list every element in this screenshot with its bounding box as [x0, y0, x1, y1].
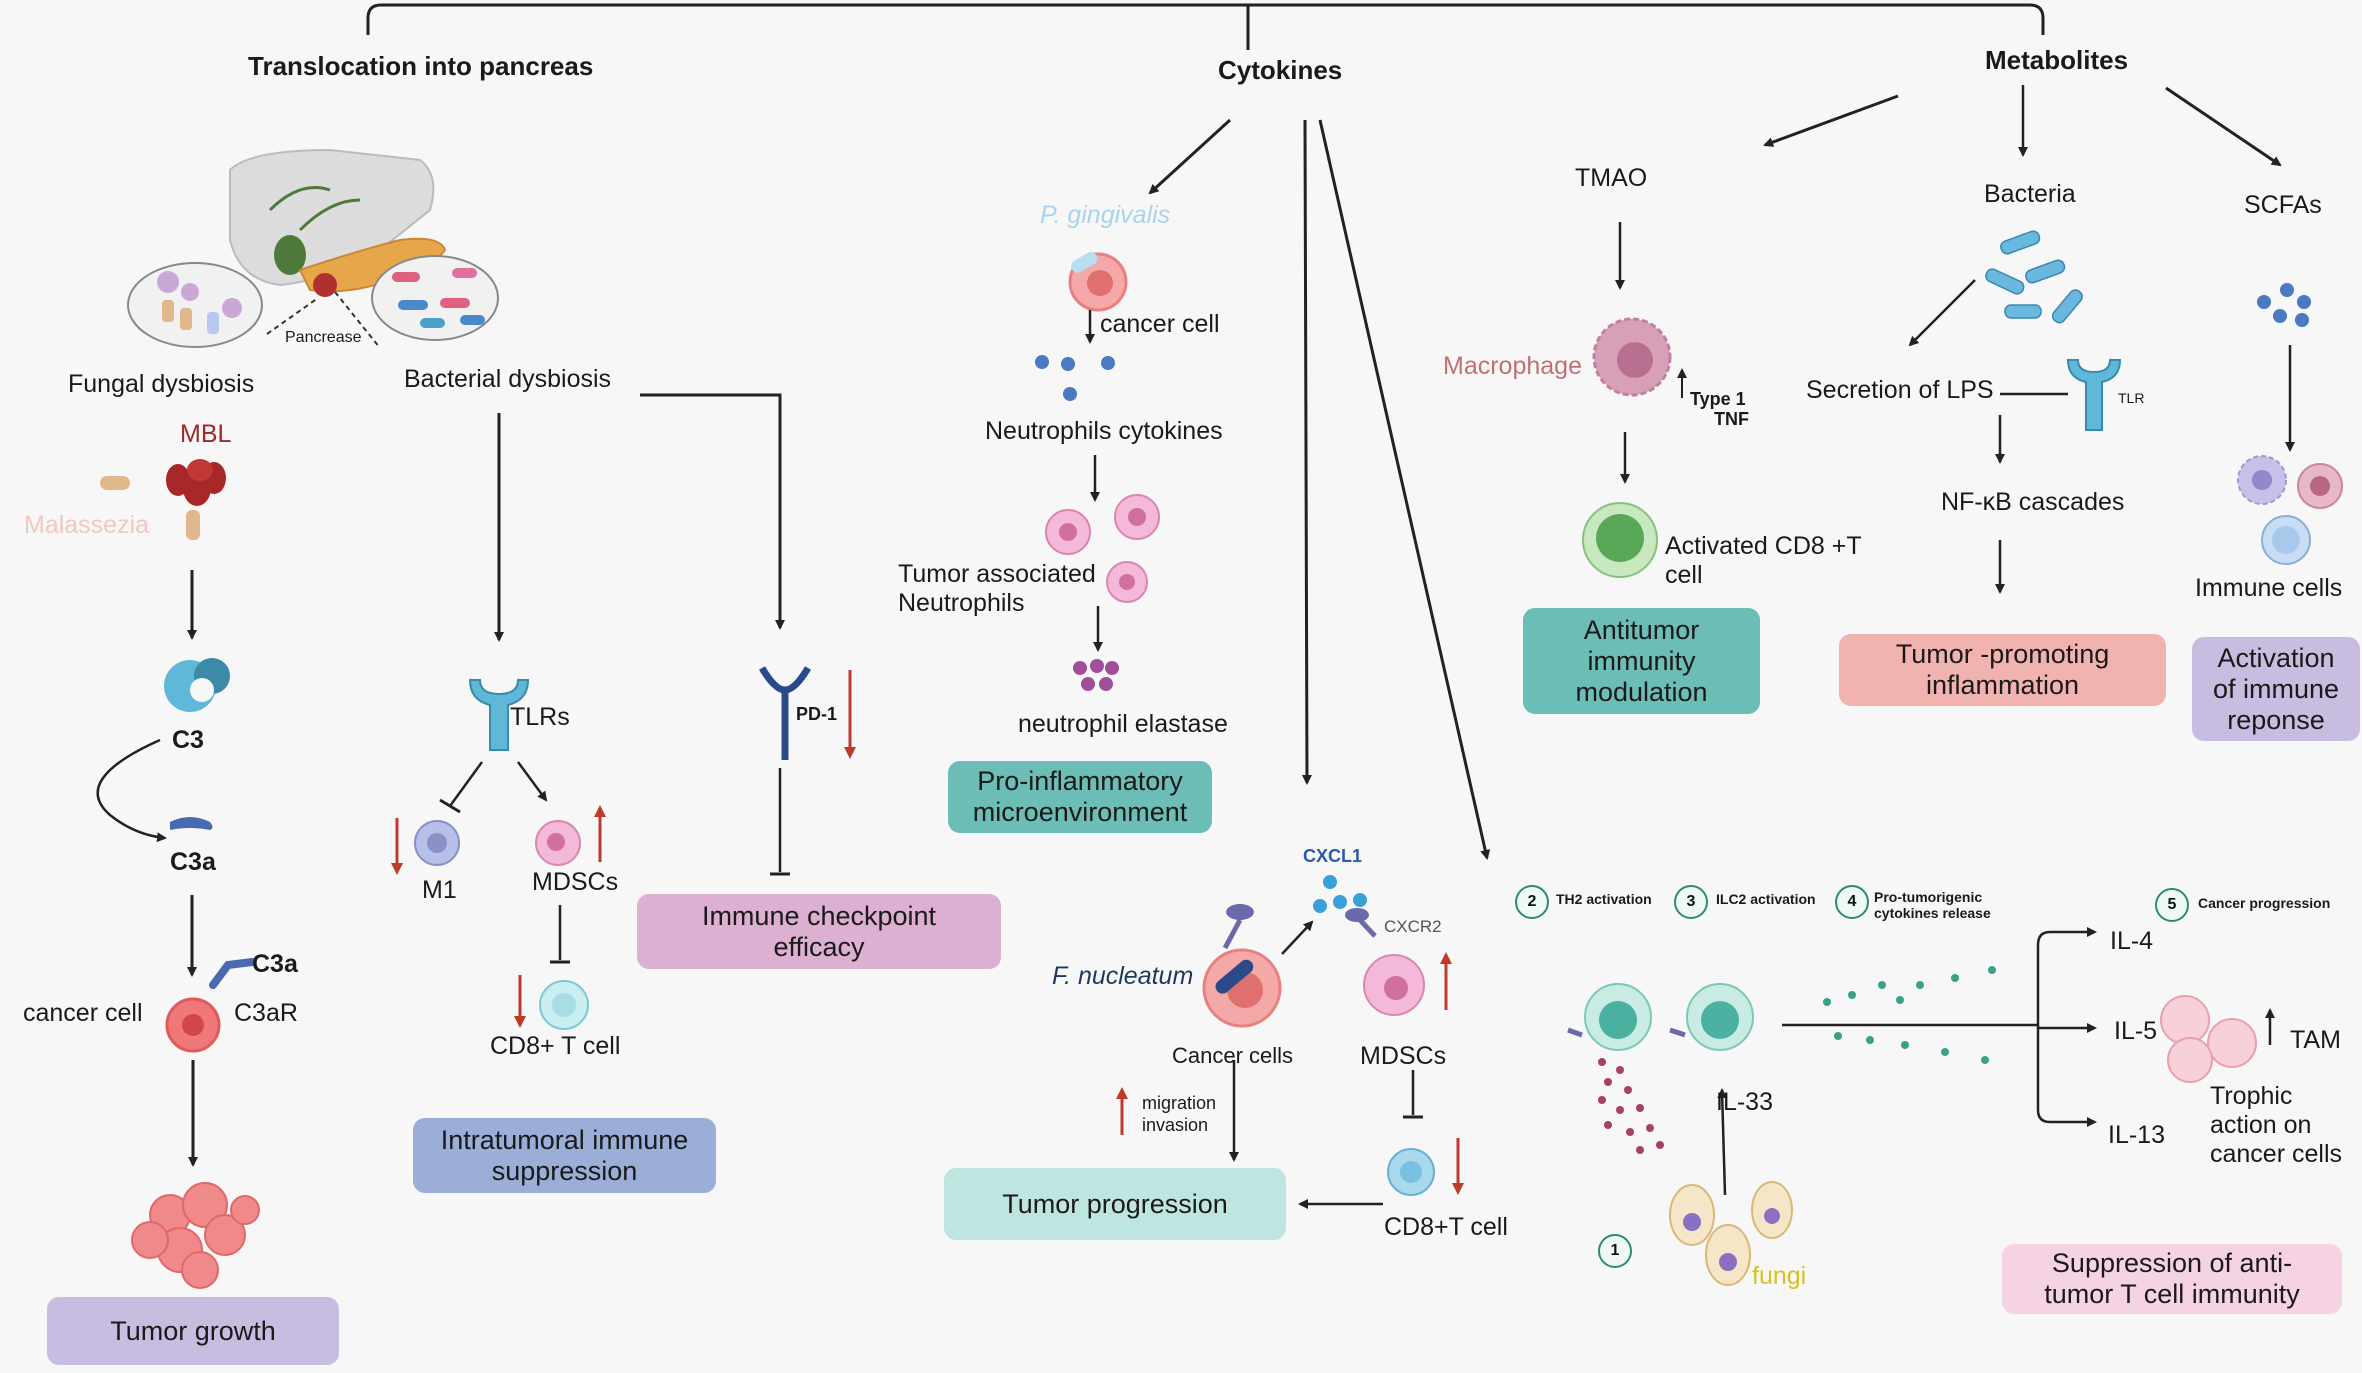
liver-pancreas-illustration [229, 148, 447, 297]
migration-invasion-label: migration invasion [1142, 1093, 1217, 1135]
bacterial-dysbiosis-ellipse [371, 255, 499, 341]
p-gingivalis-label: P. gingivalis [1040, 201, 1171, 229]
immune-cells-icon [2237, 455, 2343, 565]
c3a-label: C3a [170, 848, 216, 876]
tam-cells-icon [2160, 995, 2257, 1083]
secretion-lps-label: Secretion of LPS [1806, 376, 1994, 404]
mdscs-2-label: MDSCs [1360, 1042, 1447, 1070]
tumor-mass-icon [131, 1182, 260, 1289]
header-cytokines: Cytokines [1218, 55, 1343, 85]
il33-dots-icon [1598, 1058, 1664, 1154]
pro-inflammatory-box: Pro-inflammatory microenvironment [948, 761, 1212, 833]
activated-cd8-icon [1582, 502, 1658, 578]
pancrease-label: Pancrease [285, 329, 362, 346]
macrophage-icon [1592, 317, 1672, 397]
fungi-label: fungi [1752, 1262, 1807, 1290]
cxcr2-label: CXCR2 [1384, 917, 1442, 936]
antitumor-box: Antitumor immunity modulation [1523, 608, 1760, 714]
c3a-icon [170, 817, 213, 830]
cytokine-release-dots-icon [1823, 966, 1996, 1064]
c3a-ligand-label: C3a [252, 950, 298, 978]
mdscs-label: MDSCs [532, 868, 619, 896]
c3ar-label: C3aR [234, 999, 298, 1027]
step-5-badge: 5 [2155, 888, 2189, 922]
suppression-box: Suppression of anti- tumor T cell immuni… [2002, 1244, 2342, 1314]
immune-checkpoint-box: Immune checkpoint efficacy [637, 894, 1001, 969]
step-1-badge: 1 [1598, 1234, 1632, 1268]
malassezia-icon [100, 476, 200, 540]
pd1-label: PD-1 [796, 704, 838, 724]
header-metabolites: Metabolites [1985, 45, 2129, 75]
tam-label: TAM [2290, 1026, 2341, 1054]
fungal-dysbiosis-label: Fungal dysbiosis [68, 370, 255, 398]
neutrophils-cytokines-label: Neutrophils cytokines [985, 417, 1223, 445]
cxcl1-dots-icon [1313, 875, 1367, 913]
fungal-dysbiosis-ellipse [127, 262, 263, 348]
cancer-cell-gingivalis-label: cancer cell [1100, 310, 1220, 338]
c3-label: C3 [172, 726, 204, 754]
type1-label: Type 1 [1690, 389, 1746, 409]
step-3-badge: 3 [1674, 885, 1708, 919]
bacteria-label: Bacteria [1984, 180, 2076, 208]
malassezia-label: Malassezia [24, 511, 150, 539]
tmao-label: TMAO [1575, 164, 1648, 192]
tlr-label: TLR [2118, 390, 2145, 406]
neutrophil-elastase-label: neutrophil elastase [1018, 710, 1228, 738]
cancer-cell-label: cancer cell [23, 999, 143, 1027]
mbl-label: MBL [180, 420, 232, 448]
tlrs-label: TLRs [510, 703, 570, 731]
macrophage-label: Macrophage [1443, 352, 1582, 380]
activation-box: Activation of immune reponse [2192, 637, 2360, 741]
bacteria-cluster-icon [1985, 230, 2083, 324]
c3-protein-icon [164, 658, 230, 712]
tumor-associated-neutrophils-label: Tumor associated Neutrophils [898, 560, 1096, 617]
header-translocation: Translocation into pancreas [248, 51, 594, 81]
th2-activation-label: TH2 activation [1556, 891, 1652, 907]
th2-cells-icon [1567, 983, 1754, 1051]
c3ar-receptor-icon [209, 958, 256, 989]
ilc2-activation-label: ILC2 activation [1716, 891, 1816, 907]
il5-label: IL-5 [2114, 1017, 2158, 1045]
mbl-protein-icon [166, 459, 226, 506]
cd8-t-cell-label: CD8+ T cell [490, 1032, 621, 1060]
cancer-cells-nucleatum-icon [1202, 904, 1282, 1028]
tlr-receptor-icon [2066, 359, 2122, 431]
tumor-progression-box: Tumor progression [944, 1168, 1286, 1240]
scfa-dots-icon [2257, 283, 2311, 327]
f-nucleatum-label: F. nucleatum [1052, 962, 1194, 990]
pd1-receptor-icon [758, 666, 812, 760]
immune-cells-label: Immune cells [2195, 574, 2343, 602]
nfkb-label: NF-κB cascades [1941, 488, 2125, 516]
trophic-action-label: Trophic action on cancer cells [2210, 1082, 2342, 1168]
cd8-t-cell-2-label: CD8+T cell [1384, 1213, 1508, 1241]
activated-cd8-label: Activated CD8 +T cell [1665, 532, 1862, 589]
il33-label: IL-33 [1716, 1088, 1773, 1116]
il13-label: IL-13 [2108, 1121, 2165, 1149]
elastase-dots-icon [1073, 659, 1119, 691]
cxcl1-label: CXCL1 [1303, 846, 1363, 866]
bacterial-dysbiosis-label: Bacterial dysbiosis [404, 365, 612, 393]
step-2-badge: 2 [1515, 885, 1549, 919]
scfas-label: SCFAs [2244, 191, 2322, 219]
tnf-label: TNF [1714, 409, 1749, 429]
mdscs-cxcr2-icon [1345, 908, 1425, 1016]
il4-label: IL-4 [2110, 927, 2154, 955]
intratumoral-box: Intratumoral immune suppression [413, 1118, 716, 1193]
tumor-growth-box: Tumor growth [47, 1297, 339, 1365]
step-4-badge: 4 [1835, 885, 1869, 919]
tlrs-receptor-icon [468, 679, 530, 751]
cancer-cell-gingivalis-icon [1068, 251, 1128, 312]
cytokine-dots-icon [1035, 355, 1115, 401]
cancer-progression-label: Cancer progression [2198, 895, 2331, 911]
cytokines-release-label: Pro-tumorigenic cytokines release [1874, 889, 1991, 921]
cancer-cells-label: Cancer cells [1172, 1043, 1294, 1068]
tumor-promoting-box: Tumor -promoting inflammation [1839, 634, 2166, 706]
top-bracket [366, 3, 2045, 50]
m1-label: M1 [422, 876, 457, 904]
